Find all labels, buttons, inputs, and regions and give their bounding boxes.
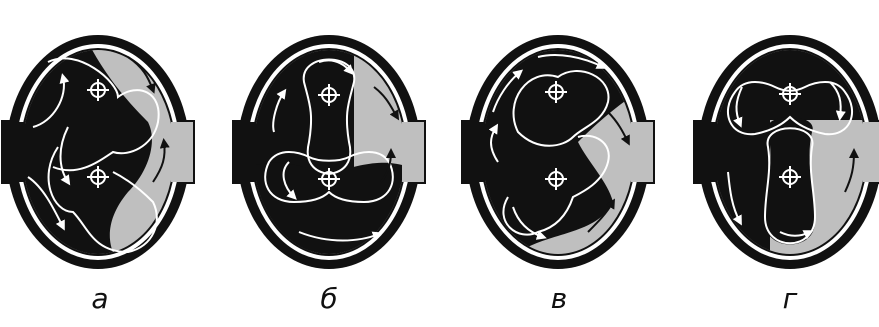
panel-v — [461, 35, 655, 269]
panel-label-a: а — [70, 283, 130, 315]
panel-label-b: б — [299, 283, 359, 315]
panel-g — [693, 35, 879, 269]
panel-b — [232, 35, 426, 269]
panel-label-g: г — [760, 283, 820, 315]
panel-a — [1, 35, 195, 269]
panel-label-v: в — [529, 283, 589, 315]
